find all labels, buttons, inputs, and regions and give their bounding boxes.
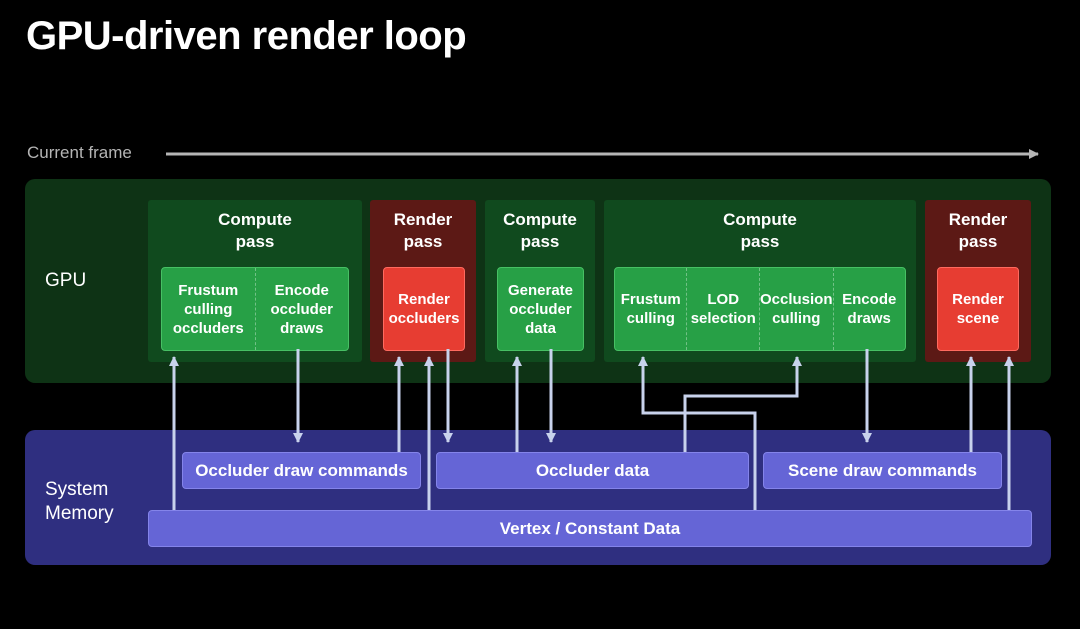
pass-title-line2: pass (403, 232, 443, 251)
stage-text: occluders (388, 310, 460, 327)
stage-encode-draws: Encode draws (832, 268, 905, 350)
stage-text: LOD (707, 291, 740, 308)
pass-title: Render pass (370, 209, 476, 253)
stage-frustum-culling: Frustum culling (615, 268, 686, 350)
stage-text: Render (952, 291, 1004, 308)
stage-occlusion-culling: Occlusion culling (758, 268, 833, 350)
stage-text: Encode (842, 291, 897, 308)
stage-text: selection (690, 310, 756, 327)
stage-text: Frustum (178, 281, 239, 299)
timeline-label: Current frame (27, 143, 132, 162)
scene-draw-commands-buffer: Scene draw commands (763, 452, 1002, 489)
stage-text: culling (184, 300, 233, 318)
stage-text: Generate (507, 281, 574, 299)
slide-title: GPU-driven render loop (26, 14, 467, 58)
gpu-label: GPU (45, 270, 87, 291)
pass-title-line2: pass (740, 232, 780, 251)
scene-culling-stages: Frustum culling LOD selection Occlusion cul… (614, 267, 906, 351)
system-memory-label-line2: Memory (45, 503, 114, 524)
vertex-constant-data-buffer: Vertex / Constant Data (148, 510, 1032, 547)
stage-text: Render (398, 291, 450, 308)
stage-text: Occlusion (759, 291, 833, 308)
stage-text: draws (847, 310, 891, 327)
system-memory-label: System Memory (45, 478, 114, 526)
pass-title-line1: Compute (503, 210, 577, 229)
pass-title-line1: Compute (218, 210, 292, 229)
pass-title-line1: Render (393, 210, 453, 229)
arrow-occluder-data-to-occlusion-culling (683, 356, 802, 452)
stage-lod-selection: LOD selection (686, 268, 758, 350)
pass-title-line1: Compute (723, 210, 797, 229)
stage-text: culling (626, 310, 675, 327)
pass-title: Compute pass (604, 209, 916, 253)
pass-title-line2: pass (958, 232, 998, 251)
pass-title-line2: pass (520, 232, 560, 251)
stage-text: Encode (274, 281, 329, 299)
stage-text: draws (280, 319, 324, 337)
occluder-draw-commands-buffer: Occluder draw commands (182, 452, 421, 489)
pass-title-line1: Render (948, 210, 1008, 229)
stage-text: occluder (270, 300, 334, 318)
pass-title: Render pass (925, 209, 1031, 253)
pass-title-line2: pass (235, 232, 275, 251)
occluder-data-buffer: Occluder data (436, 452, 749, 489)
system-memory-label-line1: System (45, 479, 109, 500)
pass-title: Compute pass (485, 209, 595, 253)
stage-text: data (525, 319, 556, 337)
render-scene-stage: Render scene (937, 267, 1019, 351)
stage-render-occluders: Render occluders (384, 268, 464, 350)
stage-render-scene: Render scene (938, 268, 1018, 350)
stage-text: occluder (509, 300, 572, 318)
arrow-vertex-to-frustum-culling (638, 356, 757, 510)
stage-text: culling (772, 310, 821, 327)
stage-text: scene (956, 310, 1000, 327)
render-occluders-stage: Render occluders (383, 267, 465, 351)
stage-text: Frustum (620, 291, 681, 308)
stage-text: occluders (172, 319, 244, 337)
pass-title: Compute pass (148, 209, 362, 253)
